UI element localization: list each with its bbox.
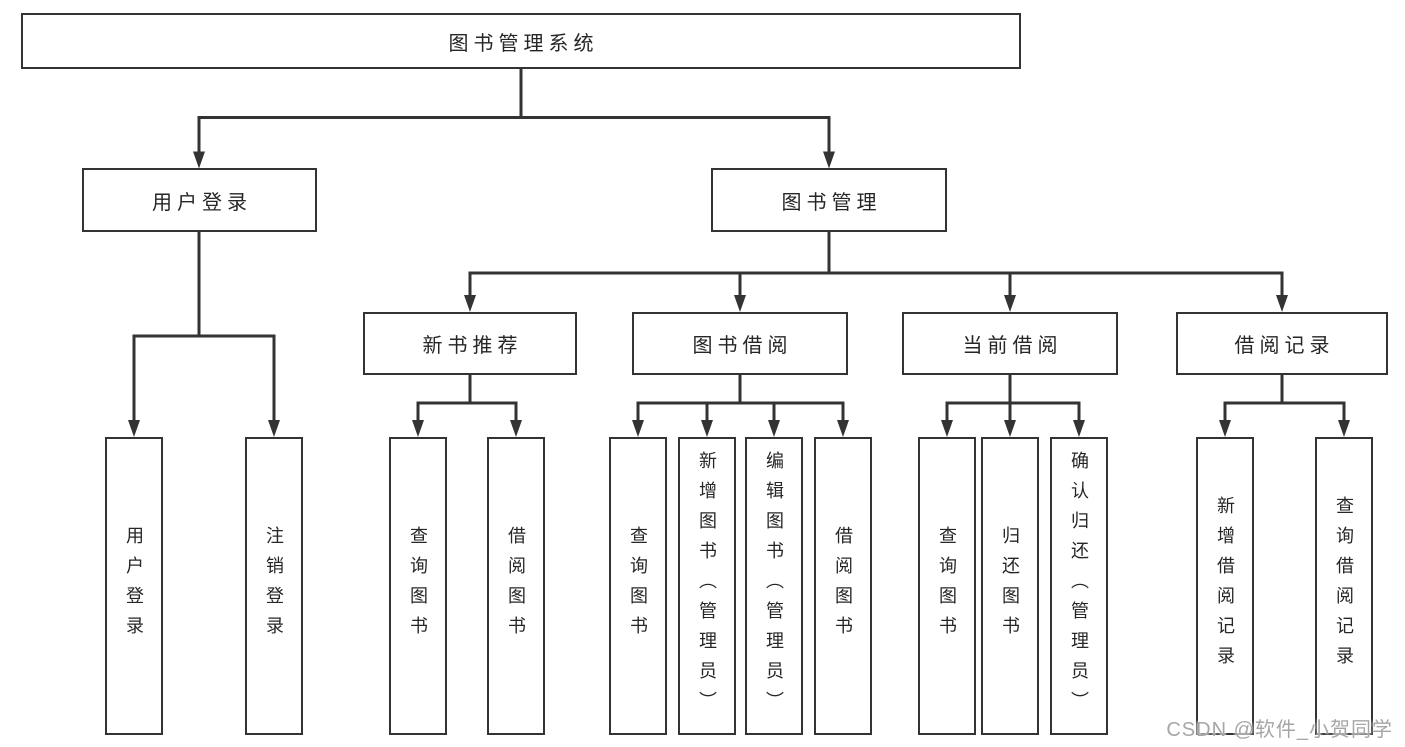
tree-connector-lines [132,68,1346,423]
leaf-edit-books-admin: 编辑图书（管理员） [745,437,803,735]
leaf-query-books-2: 查询图书 [609,437,667,735]
leaf-label: 借阅图书 [833,526,853,646]
node-user-login: 用户登录 [82,168,317,232]
leaf-query-books-1: 查询图书 [389,437,447,735]
leaf-logout: 注销登录 [245,437,303,735]
leaf-label: 用户登录 [124,526,144,646]
leaf-label: 确认归还（管理员） [1069,451,1089,721]
leaf-label: 归还图书 [1000,526,1020,646]
leaf-label: 查询图书 [408,526,428,646]
node-current-borrowing: 当前借阅 [902,312,1118,375]
leaf-borrow-books-2: 借阅图书 [814,437,872,735]
leaf-user-login: 用户登录 [105,437,163,735]
node-new-book-recommendation: 新书推荐 [363,312,577,375]
leaf-label: 编辑图书（管理员） [764,451,784,721]
leaf-borrow-books-1: 借阅图书 [487,437,545,735]
node-book-management: 图书管理 [711,168,947,232]
node-book-borrowing: 图书借阅 [632,312,848,375]
leaf-label: 新增图书（管理员） [697,451,717,721]
node-library-management-system: 图书管理系统 [21,13,1021,69]
leaf-add-borrow-record: 新增借阅记录 [1196,437,1254,735]
leaf-label: 借阅图书 [506,526,526,646]
leaf-return-books: 归还图书 [981,437,1039,735]
leaf-label: 查询借阅记录 [1334,496,1354,676]
leaf-add-books-admin: 新增图书（管理员） [678,437,736,735]
leaf-label: 注销登录 [264,526,284,646]
leaf-confirm-return-admin: 确认归还（管理员） [1050,437,1108,735]
node-borrowing-records: 借阅记录 [1176,312,1388,375]
leaf-query-books-3: 查询图书 [918,437,976,735]
csdn-watermark: CSDN @软件_小贺同学 [1166,719,1393,741]
leaf-label: 新增借阅记录 [1215,496,1235,676]
leaf-label: 查询图书 [628,526,648,646]
leaf-label: 查询图书 [937,526,957,646]
leaf-query-borrow-record: 查询借阅记录 [1315,437,1373,735]
